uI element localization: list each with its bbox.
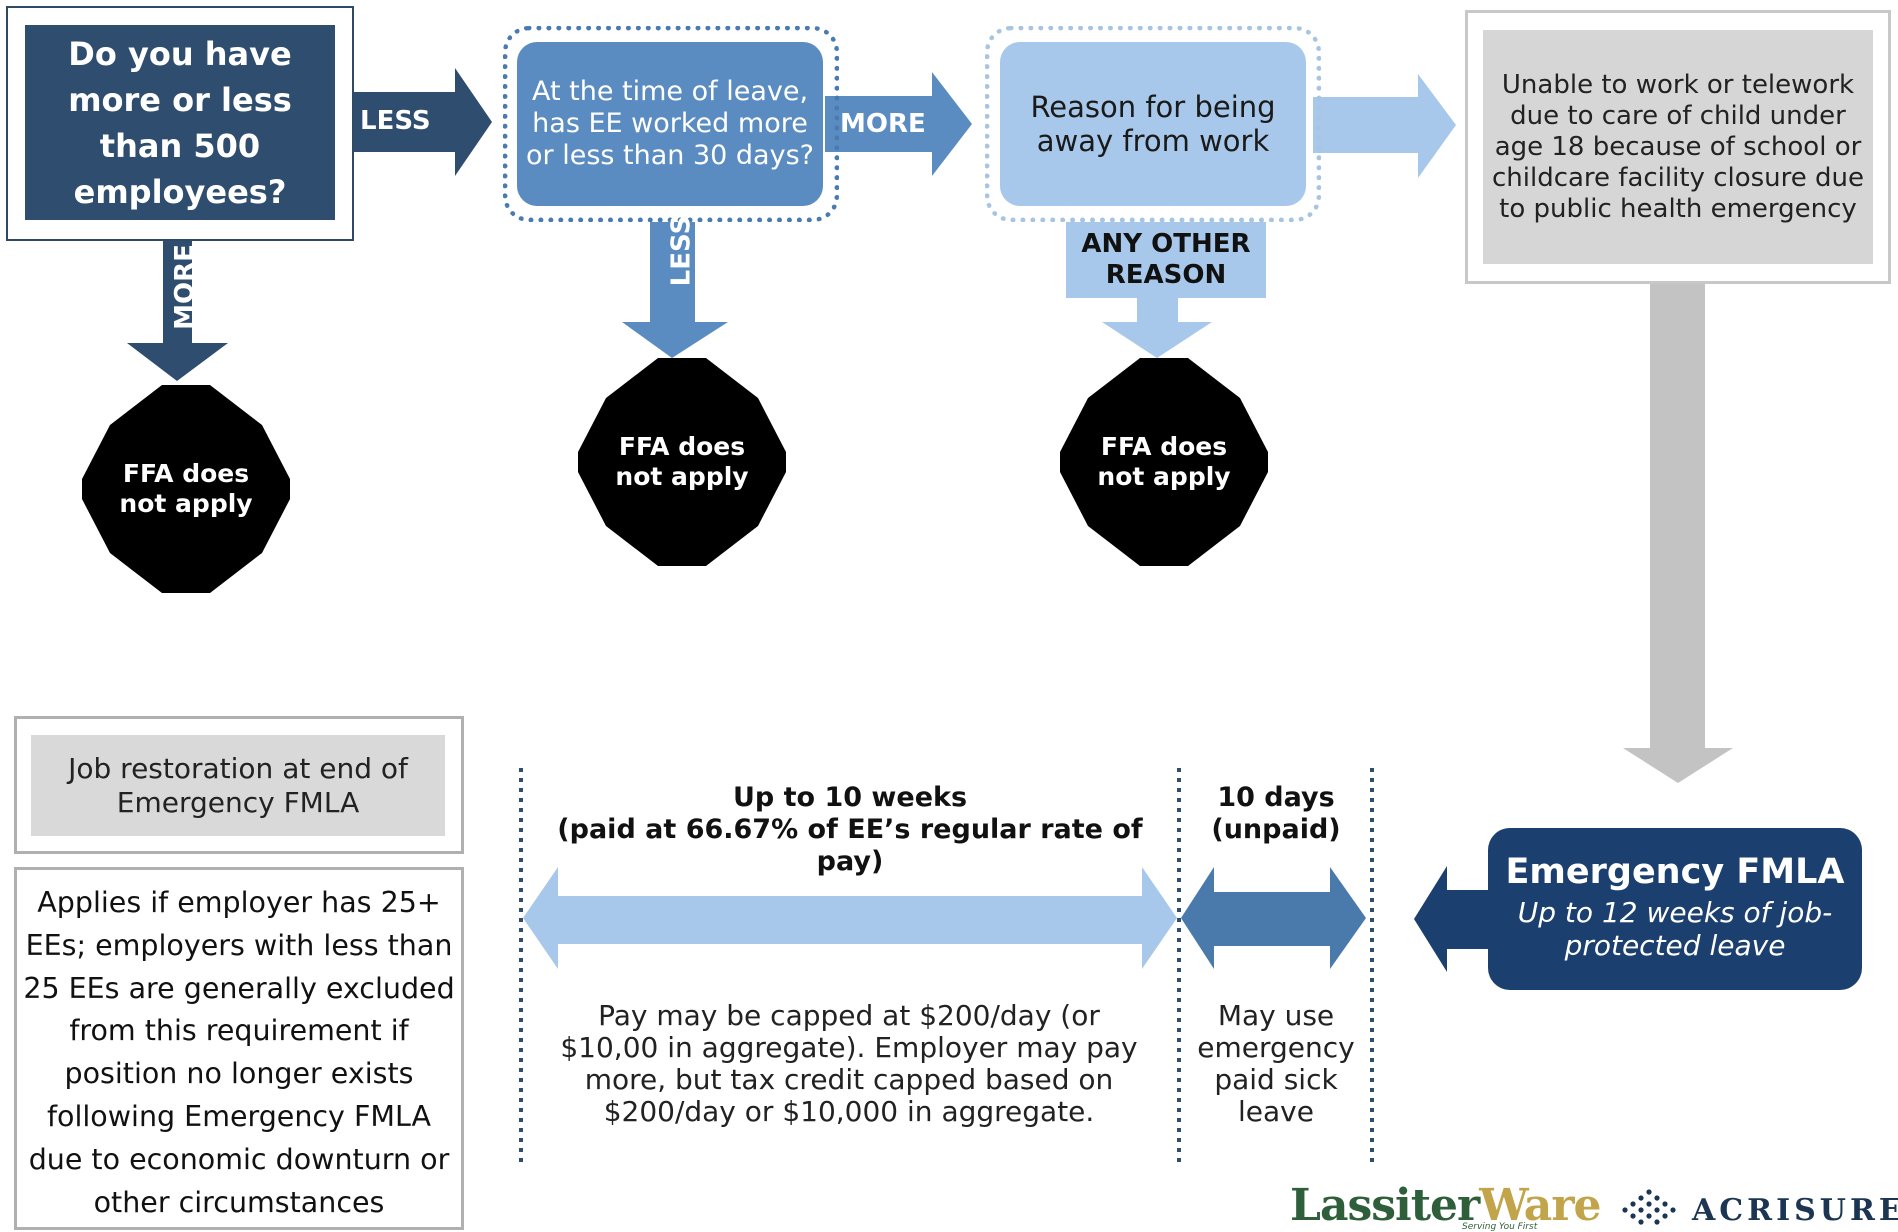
arrow-q3-reason: [1313, 74, 1456, 178]
reason-text: Unable to work or telework due to care o…: [1491, 69, 1865, 224]
days-heading: 10 days (unpaid): [1186, 782, 1366, 846]
job-restoration-frame: [14, 716, 464, 854]
weeks-sub: (paid at 66.67% of EE’s regular rate of …: [557, 814, 1143, 877]
efmla-subtitle: Up to 12 weeks of job-protected leave: [1517, 896, 1833, 962]
days-body: May use emergency paid sick leave: [1197, 999, 1355, 1128]
arrow-efmla-left: [1414, 866, 1490, 972]
q2-text: At the time of leave, has EE worked more…: [526, 76, 814, 171]
arrow-10-weeks: [523, 867, 1177, 969]
ffa-shape-1: [82, 385, 290, 593]
acrisure-mark-icon: [1622, 1189, 1676, 1225]
applies-text: Applies if employer has 25+ EEs; employe…: [23, 886, 455, 1219]
acrisure-logo-text: ACRISURE: [1692, 1193, 1898, 1228]
q3-other-label: ANY OTHER REASON: [1081, 229, 1251, 290]
reason-box: Unable to work or telework due to care o…: [1483, 30, 1873, 264]
days-title: 10 days: [1217, 782, 1335, 813]
job-restoration-text: Job restoration at end of Emergency FMLA: [68, 751, 408, 819]
arrow-q2-less: [622, 222, 728, 358]
q3-frame: [985, 26, 1321, 222]
weeks-body: Pay may be capped at $200/day (or $10,00…: [560, 999, 1138, 1128]
emergency-fmla-box: Emergency FMLA Up to 12 weeks of job-pro…: [1488, 828, 1862, 990]
arrow-10-days: [1181, 867, 1366, 969]
job-restoration-box: Job restoration at end of Emergency FMLA: [31, 735, 445, 836]
ffa-label-2: FFA does not apply: [612, 412, 752, 512]
arrow-q1-less: [354, 68, 492, 176]
q1-text: Do you have more or less than 500 employ…: [68, 34, 292, 211]
lassiterware-tagline: Serving You First: [1462, 1222, 1538, 1232]
lassiterware-logo: LassiterWare: [1290, 1180, 1602, 1231]
ffa-label-1: FFA does not apply: [116, 439, 256, 539]
q1-less-label: LESS: [360, 106, 431, 136]
ffa-label-3: FFA does not apply: [1094, 412, 1234, 512]
logo-left-b: Ware: [1479, 1180, 1601, 1231]
efmla-title: Emergency FMLA: [1505, 852, 1845, 892]
ffa-shape-2: [578, 358, 786, 566]
q1-more-label: MORE: [169, 244, 200, 330]
q1-box: Do you have more or less than 500 employ…: [25, 25, 335, 220]
q2-less-label: LESS: [666, 215, 697, 287]
q2-frame: [503, 26, 839, 222]
logo-left-a: Lassiter: [1290, 1180, 1480, 1231]
q2-more-label: MORE: [840, 109, 926, 139]
q3-box: Reason for being away from work: [1000, 42, 1306, 206]
ffa-text-3: FFA does not apply: [1097, 432, 1231, 491]
q2-box: At the time of leave, has EE worked more…: [517, 42, 823, 206]
weeks-title: Up to 10 weeks: [732, 782, 968, 813]
ffa-text-2: FFA does not apply: [615, 432, 749, 491]
arrow-reason-efmla: [1623, 284, 1733, 783]
applies-box: Applies if employer has 25+ EEs; employe…: [14, 867, 464, 1230]
arrow-q1-more: [127, 241, 228, 381]
weeks-heading: Up to 10 weeks (paid at 66.67% of EE’s r…: [540, 782, 1160, 878]
days-sub: (unpaid): [1211, 814, 1341, 845]
arrow-q2-more: [825, 72, 972, 176]
ffa-text-1: FFA does not apply: [119, 459, 253, 518]
q3-text: Reason for being away from work: [1030, 90, 1276, 158]
ffa-shape-3: [1060, 358, 1268, 566]
arrow-q3-other: [1066, 222, 1266, 358]
